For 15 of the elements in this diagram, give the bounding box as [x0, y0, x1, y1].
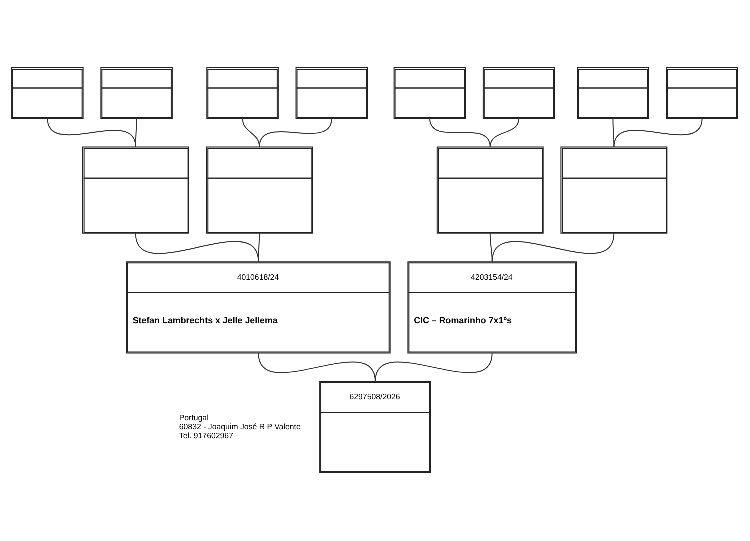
- connector: [614, 118, 703, 148]
- label: Tel. 917602967: [179, 431, 234, 440]
- connector: [490, 118, 520, 148]
- connector: [612, 118, 615, 148]
- label: 60832 - Joaquim José R P Valente: [179, 422, 301, 432]
- connector: [47, 118, 136, 148]
- connector: [375, 352, 493, 382]
- label: Portugal: [179, 413, 209, 422]
- connector: [258, 232, 260, 263]
- connector: [259, 118, 332, 148]
- connector: [135, 232, 260, 263]
- connector: [492, 232, 615, 263]
- connector: [135, 118, 138, 148]
- connector: [242, 118, 260, 148]
- connector: [429, 118, 491, 148]
